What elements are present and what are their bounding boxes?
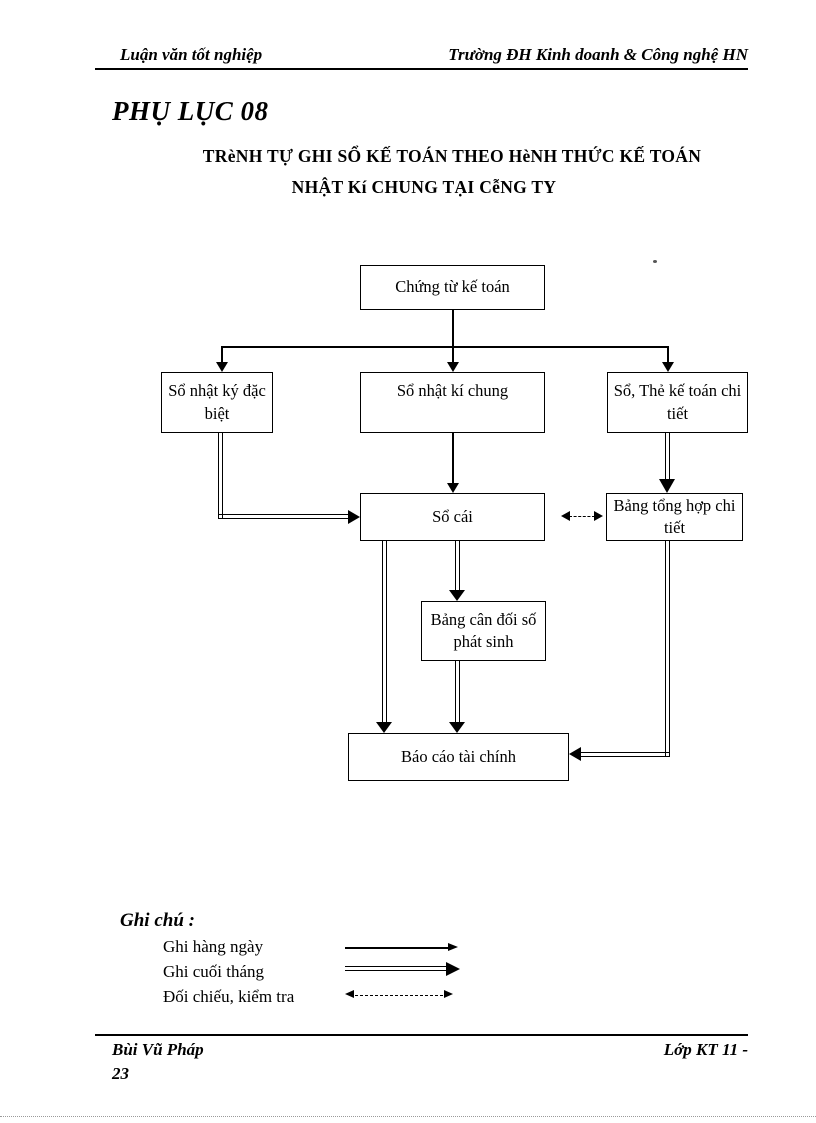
connector-chungtu-down — [452, 310, 454, 347]
header-right-text: Trường ĐH Kinh doanh & Công nghệ HN — [448, 45, 748, 64]
legend-label-reconcile: Đối chiếu, kiểm tra — [163, 987, 295, 1006]
arrowhead-socai-candoi — [449, 590, 465, 601]
node-so-the-ke-toan-chi-tiet: Sổ, Thẻ kế toán chi tiết — [607, 372, 748, 433]
page-title: PHỤ LỤC 08 — [112, 96, 269, 126]
header-rule — [95, 68, 748, 70]
legend-arrowhead-dashed-right — [444, 990, 453, 998]
subtitle-line1: TRèNH TỰ GHI SỔ KẾ TOÁN THEO HèNH THỨC K… — [202, 146, 702, 166]
legend-arrowhead-solid — [448, 943, 458, 951]
connector-nhatkichung-socai — [452, 433, 454, 483]
legend-arrowhead-double — [446, 962, 460, 976]
legend-arrowhead-dashed-left — [345, 990, 354, 998]
arrowhead-to-sothe — [662, 362, 674, 372]
legend-line-dashed — [355, 994, 443, 996]
footer-author: Bùi Vũ Pháp — [112, 1040, 204, 1059]
legend-title: Ghi chú : — [120, 910, 195, 931]
dashed-compare-line — [569, 515, 595, 517]
subtitle-line2: NHẬT Kí CHUNG TẠI CễNG TY — [291, 177, 557, 197]
arrowhead-to-nhatki-chung — [447, 362, 459, 372]
node-bang-can-doi-so-phat-sinh: Bảng cân đối số phát sinh — [421, 601, 546, 661]
node-so-nhat-ki-chung: Sổ nhật kí chung — [360, 372, 545, 433]
footer-class: Lớp KT 11 - — [663, 1040, 748, 1059]
connector-dacbiet-down — [218, 433, 223, 519]
arrowhead-socai-baocao — [376, 722, 392, 733]
node-so-nhat-ky-dac-biet: Sổ nhật ký đặc biệt — [161, 372, 273, 433]
arrowhead-candoi-baocao — [449, 722, 465, 733]
connector-socai-candoi — [455, 541, 460, 591]
arrowhead-sothe-tonghop — [659, 479, 675, 493]
arrowhead-dacbiet-socai — [348, 510, 360, 524]
node-bao-cao-tai-chinh: Báo cáo tài chính — [348, 733, 569, 781]
footer-page-number: 23 — [112, 1064, 129, 1083]
connector-sothe-tonghop — [665, 433, 670, 480]
legend-label-monthly: Ghi cuối tháng — [163, 962, 265, 981]
branch-stub-left — [221, 346, 223, 363]
branch-horizontal-line — [221, 346, 668, 348]
header-left-text: Luận văn tốt nghiệp — [120, 45, 263, 64]
page-bottom-dotted-edge — [0, 1116, 816, 1117]
node-bang-tong-hop-chi-tiet: Bảng tổng hợp chi tiết — [606, 493, 743, 541]
arrowhead-nhatkichung-socai — [447, 483, 459, 493]
branch-stub-right — [667, 346, 669, 363]
arrowhead-dashed-left — [561, 511, 570, 521]
legend-line-solid — [345, 947, 448, 949]
connector-dacbiet-right — [218, 514, 352, 519]
connector-candoi-baocao — [455, 661, 460, 723]
legend-label-daily: Ghi hàng ngày — [163, 937, 264, 956]
legend-line-double — [345, 966, 446, 971]
arrowhead-tonghop-baocao — [569, 747, 581, 761]
footer-rule — [95, 1034, 748, 1036]
node-so-cai: Sổ cái — [360, 493, 545, 541]
node-chung-tu-ke-toan: Chứng từ kế toán — [360, 265, 545, 310]
connector-tonghop-down — [665, 541, 670, 757]
arrowhead-dashed-right — [594, 511, 603, 521]
arrowhead-to-nhatky-dacbiet — [216, 362, 228, 372]
connector-tonghop-left — [577, 752, 670, 757]
stray-dot — [653, 260, 657, 263]
connector-socai-baocao — [382, 541, 387, 723]
branch-stub-center — [452, 346, 454, 363]
